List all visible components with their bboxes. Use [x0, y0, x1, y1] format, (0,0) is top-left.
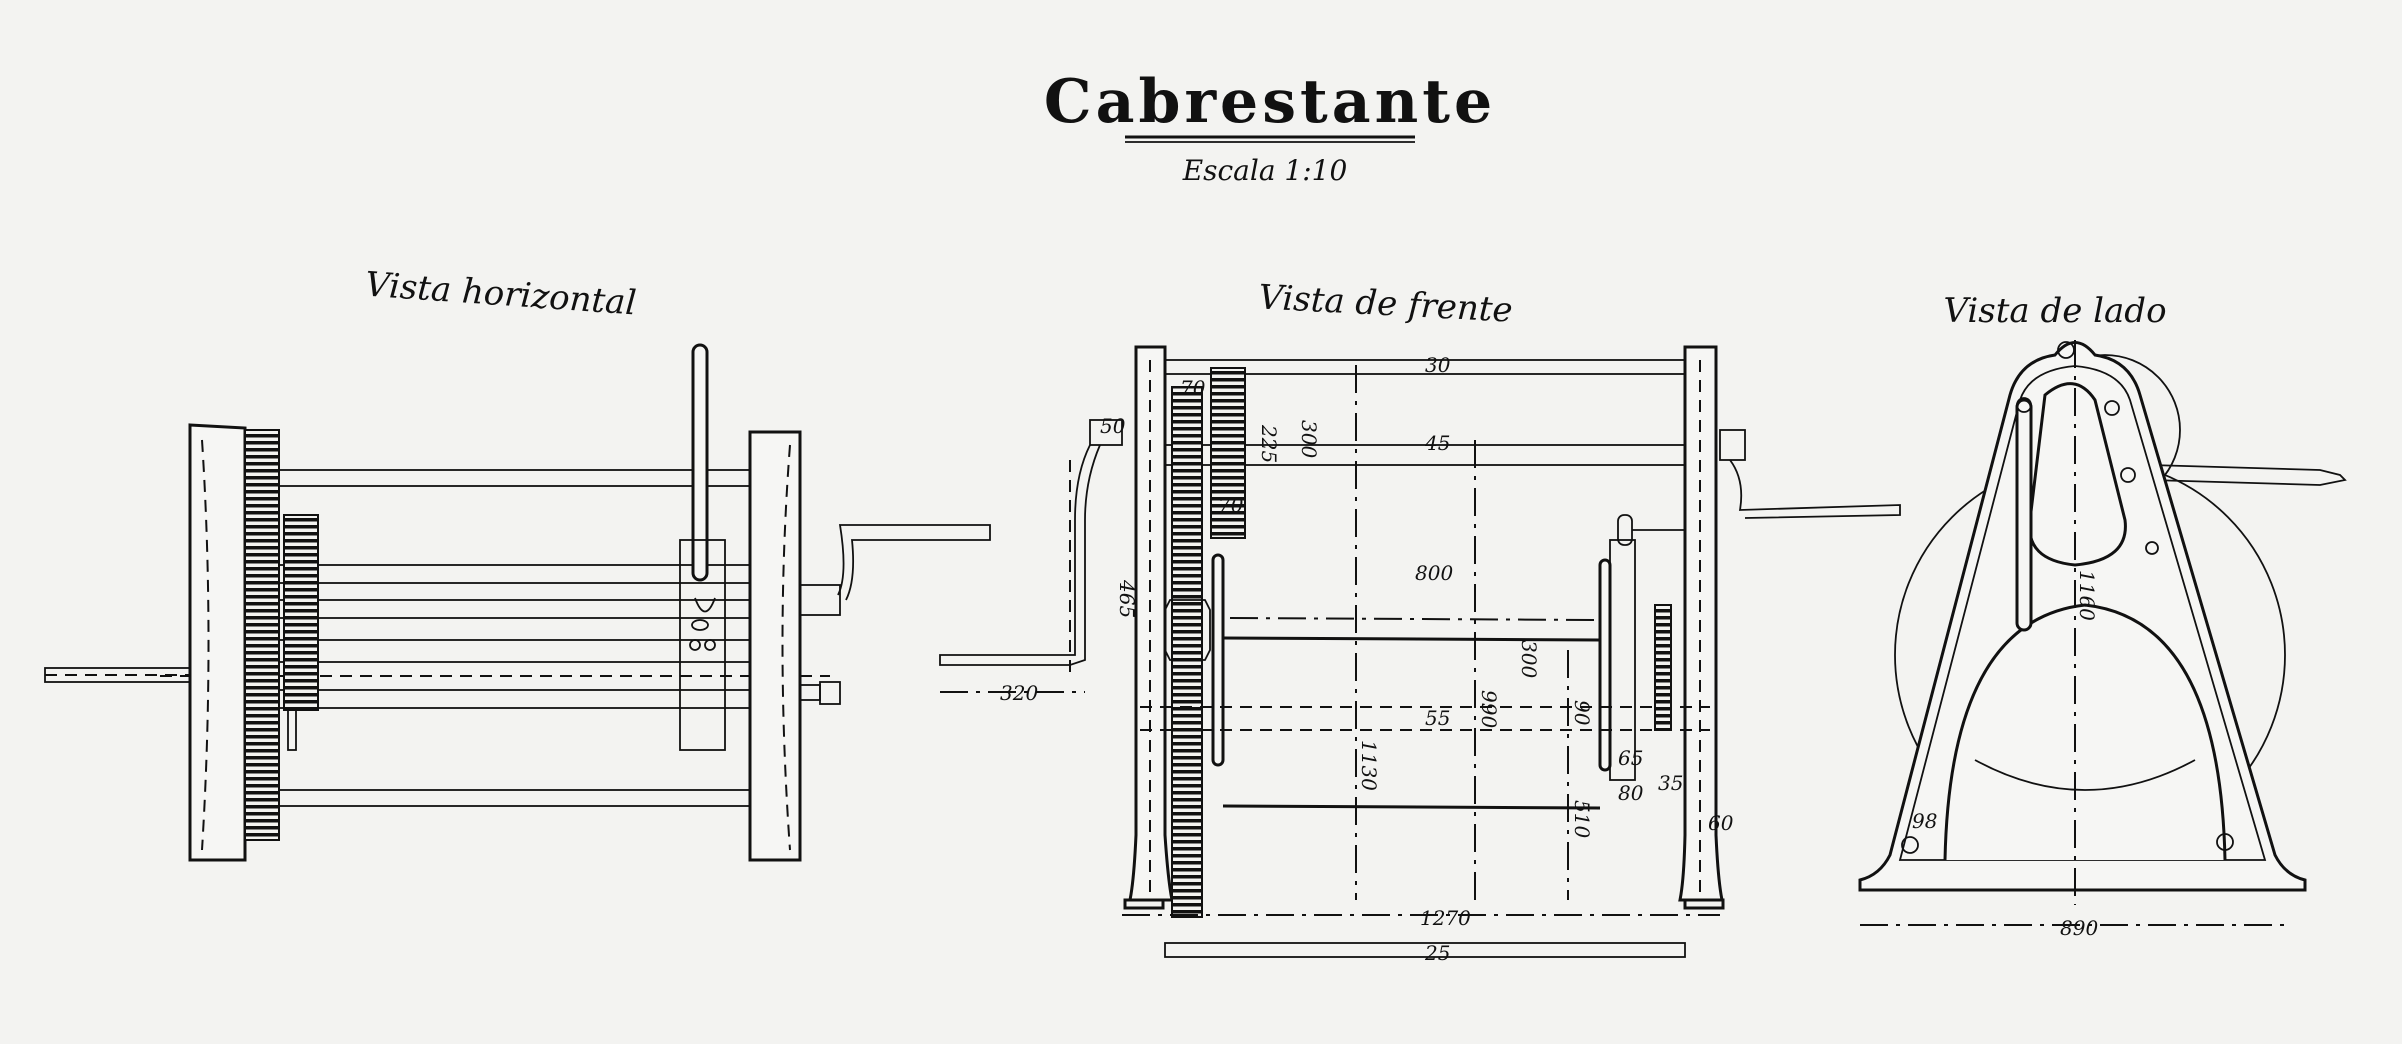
dim-brake-offset: 90 [1570, 700, 1594, 726]
dim-drum-length: 800 [1415, 561, 1453, 585]
dim-drum-shaft: 55 [1425, 706, 1450, 730]
dim-bracket-bottom: 80 [1618, 781, 1644, 805]
dim-post-width: 60 [1708, 811, 1734, 835]
left-crank-handle [939, 444, 1101, 666]
horizontal-view: Vista horizontal [44, 265, 991, 862]
dim-side-height: 1160 [2075, 570, 2099, 621]
brake-bracket [1609, 539, 1636, 781]
dim-pinion-outer: 300 [1297, 420, 1321, 458]
pinion-gear [1210, 367, 1246, 539]
dim-gear-width: 70 [1180, 376, 1206, 400]
front-view-label: Vista de frente [1258, 277, 1514, 330]
dim-top-bar: 30 [1425, 353, 1451, 377]
title-block: Cabrestante Escala 1:10 [1044, 67, 1496, 187]
drawing-title: Cabrestante [1044, 67, 1496, 137]
drum-flange-right [1598, 558, 1612, 772]
dim-base-width: 890 [2060, 916, 2098, 940]
dim-crank-hub: 50 [1100, 414, 1126, 438]
dim-crank-radius: 465 [1115, 579, 1139, 618]
dim-pinion-diameter: 225 [1257, 424, 1281, 463]
dim-drum-axis-height: 510 [1570, 800, 1594, 838]
dim-small-gear: 35 [1658, 771, 1683, 795]
drum-flange-left [1211, 553, 1225, 767]
dim-drum-diameter: 300 [1517, 640, 1541, 678]
left-side-plate [188, 423, 247, 862]
upper-window [2028, 382, 2127, 567]
dim-bracket-top: 65 [1618, 746, 1643, 770]
right-crank-handle [1729, 459, 1901, 519]
dim-crank-arm: 320 [1000, 681, 1038, 705]
pinion-gear [283, 514, 319, 711]
brake-gear [1654, 604, 1672, 731]
dim-bottom-bar: 25 [1424, 941, 1450, 965]
side-view-label: Vista de lado [1943, 291, 2166, 331]
bottom-tie-bar [1164, 942, 1686, 958]
top-tie-bar [1164, 359, 1686, 375]
pawl-lever [2015, 398, 2033, 632]
crank-handle [837, 524, 991, 601]
side-view: Vista de lado 890 1160 98 [1858, 291, 2347, 940]
left-crank-hub [1089, 419, 1123, 446]
dim-overall-height: 1130 [1357, 740, 1381, 791]
dim-second-shaft: 45 [1424, 431, 1450, 455]
brake-bracket [679, 539, 726, 751]
lever-handle [2149, 464, 2347, 486]
horizontal-view-label: Vista horizontal [364, 265, 638, 324]
main-gear [244, 429, 280, 841]
dim-rib: 98 [1912, 809, 1937, 833]
right-side-plate [748, 430, 802, 862]
dim-pinion-width: 70 [1218, 493, 1244, 517]
dim-overall-width: 1270 [1420, 906, 1471, 930]
pinion-shaft [1164, 444, 1686, 466]
scale-label: Escala 1:10 [1182, 154, 1348, 187]
dim-shaft-height: 990 [1477, 690, 1501, 728]
drum [1222, 636, 1601, 642]
main-gear [1171, 386, 1203, 918]
lower-arch [1943, 603, 2227, 861]
brake-lever [691, 343, 709, 582]
right-crank-hub [1719, 429, 1746, 461]
crank-hub [799, 584, 841, 616]
front-view: Vista de frente 800 1130 990 [939, 277, 1901, 965]
